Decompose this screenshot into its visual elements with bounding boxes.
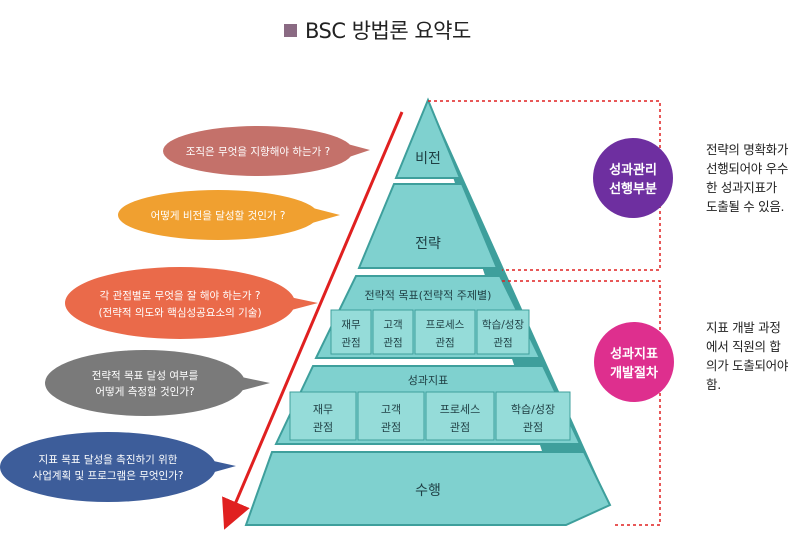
- bubble-2: [118, 190, 318, 240]
- top-side-line: 한 성과지표가: [706, 180, 777, 195]
- obj-perspective-2-line-0: 프로세스: [426, 319, 465, 331]
- question-1: 조직은 무엇을 지향해야 하는가 ?: [186, 145, 331, 158]
- bubble-4-tail: [232, 375, 270, 393]
- obj-perspective-0-line-0: 재무: [341, 319, 361, 331]
- bubble-4: [45, 350, 245, 416]
- circle-bottom-line2: 개발절차: [610, 365, 658, 381]
- kpi-perspective-0-line-1: 관점: [313, 421, 333, 434]
- objective-box-process: [414, 309, 476, 355]
- level-vision: [394, 97, 462, 179]
- bubble-3-tail: [280, 295, 318, 313]
- title-text: BSC 방법론 요약도: [305, 19, 471, 43]
- obj-perspective-1-line-0: 고객: [383, 319, 402, 331]
- question-bubbles: 조직은 무엇을 지향해야 하는가 ? 어떻게 비전을 달성할 것인가 ? 각 관…: [0, 126, 370, 502]
- kpi-perspective-2-line-1: 관점: [450, 421, 470, 434]
- bracket-lines: [428, 100, 661, 526]
- kpi-perspective-1-line-1: 관점: [381, 421, 401, 434]
- level-execution: [244, 451, 612, 526]
- bubble-1-tail: [340, 142, 370, 160]
- kpi-perspective-1-line-0: 고객: [381, 403, 401, 416]
- objective-box-learning: [476, 309, 530, 355]
- bottom-side-description: 지표 개발 과정 에서 직원의 합 의가 도출되어야 함.: [706, 318, 798, 394]
- kpi-box-customer: [357, 391, 425, 441]
- bubble-3: [65, 267, 295, 339]
- circle-top-line1: 성과관리: [609, 162, 657, 178]
- top-side-line: 전략의 명확화가: [706, 142, 789, 157]
- top-side-description: 전략의 명확화가 선행되어야 우수 한 성과지표가 도출될 수 있음.: [706, 140, 798, 216]
- label-strategy: 전략: [415, 236, 441, 252]
- circle-kpi-process: [594, 322, 674, 402]
- kpi-perspective-2-line-0: 프로세스: [440, 403, 480, 416]
- objective-box-customer: [372, 309, 414, 355]
- question-3b: (전략적 의도와 핵심성공요소의 기술): [98, 307, 261, 319]
- obj-perspective-3-line-0: 학습/성장: [482, 319, 525, 331]
- kpi-perspective-3-line-0: 학습/성장: [511, 403, 555, 416]
- label-execution: 수행: [415, 483, 441, 499]
- diagram-title: BSC 방법론 요약도: [284, 16, 471, 44]
- question-4b: 어떻게 측정할 것인가?: [95, 385, 194, 398]
- label-vision: 비전: [415, 151, 441, 167]
- bottom-bracket: [502, 280, 661, 526]
- title-bullet-icon: [284, 23, 297, 37]
- top-bracket: [428, 100, 661, 271]
- bubble-1: [163, 126, 353, 176]
- question-5a: 지표 목표 달성을 촉진하기 위한: [39, 453, 178, 466]
- bubble-5: [0, 432, 216, 502]
- label-objectives: 전략적 목표(전략적 주제별): [365, 289, 492, 302]
- question-5b: 사업계획 및 프로그램은 무엇인가?: [33, 469, 184, 482]
- pyramid: [244, 97, 612, 526]
- top-side-line: 도출될 수 있음.: [706, 199, 785, 214]
- kpi-perspective-3-line-1: 관점: [523, 421, 543, 434]
- kpi-box-learning: [495, 391, 571, 441]
- bubble-5-tail: [200, 458, 236, 476]
- question-3a: 각 관점별로 무엇을 잘 해야 하는가 ?: [100, 289, 261, 302]
- obj-perspective-2-line-1: 관점: [435, 337, 454, 349]
- bottom-side-line: 에서 직원의 합: [706, 339, 781, 354]
- circle-performance-mgmt: [593, 138, 673, 218]
- bottom-side-line: 함.: [706, 377, 721, 392]
- question-4a: 전략적 목표 달성 여부를: [92, 370, 199, 382]
- bubble-2-tail: [305, 206, 340, 225]
- kpi-perspective-0-line-0: 재무: [313, 403, 333, 416]
- bottom-side-line: 의가 도출되어야: [706, 358, 789, 373]
- bottom-side-line: 지표 개발 과정: [706, 320, 781, 335]
- obj-perspective-1-line-1: 관점: [383, 337, 402, 349]
- circle-top-line2: 선행부분: [609, 181, 657, 197]
- obj-perspective-3-line-1: 관점: [493, 337, 512, 349]
- question-2: 어떻게 비전을 달성할 것인가 ?: [151, 209, 286, 222]
- top-side-line: 선행되어야 우수: [706, 161, 789, 176]
- side-circles: 성과관리 선행부분 성과지표 개발절차: [593, 138, 674, 402]
- obj-perspective-0-line-1: 관점: [341, 337, 360, 349]
- flow-arrow: [222, 111, 404, 530]
- circle-bottom-line1: 성과지표: [610, 347, 658, 362]
- kpi-box-finance: [289, 391, 357, 441]
- level-strategy: [357, 183, 499, 269]
- kpi-box-process: [425, 391, 495, 441]
- objective-box-finance: [330, 309, 372, 355]
- pyramid-labels: 비전 전략 전략적 목표(전략적 주제별) 성과지표 수행: [365, 151, 492, 499]
- label-kpi: 성과지표: [408, 374, 448, 387]
